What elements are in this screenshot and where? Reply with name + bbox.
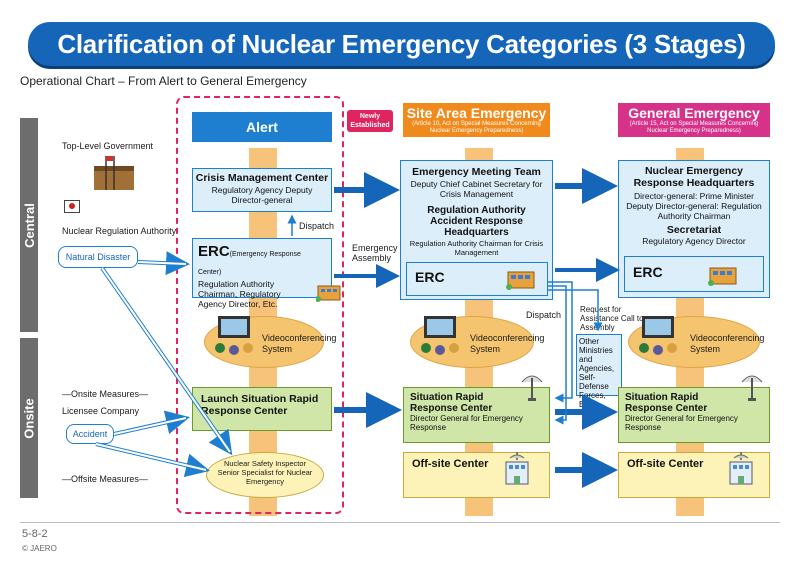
licensee-label: Licensee Company <box>62 406 140 416</box>
page-title: Clarification of Nuclear Emergency Categ… <box>28 22 775 66</box>
crisis-management-center: Crisis Management Center Regulatory Agen… <box>192 168 332 212</box>
videoconference-icon <box>418 314 462 358</box>
footer-divider <box>20 522 780 523</box>
site-area-header: Site Area Emergency(Article 10, Act on S… <box>403 103 550 137</box>
general-emergency-header: General Emergency(Article 15, Act on Spe… <box>618 103 770 137</box>
dispatch-label: Dispatch <box>299 221 335 231</box>
videoconference-icon <box>636 314 680 358</box>
government-building-icon <box>92 156 136 192</box>
subtitle: Operational Chart – From Alert to Genera… <box>20 74 307 88</box>
alert-header: Alert <box>192 112 332 142</box>
accident-badge: Accident <box>66 424 114 444</box>
hospital-icon <box>724 452 758 486</box>
building-icon <box>506 268 536 290</box>
row-label-central: Central <box>20 118 38 332</box>
page-code: 5-8-2 <box>22 528 48 540</box>
building-icon <box>315 282 342 302</box>
video-label-site: Videoconferencing System <box>470 333 545 354</box>
alert-dashed-frame <box>176 96 344 514</box>
building-icon <box>708 264 738 286</box>
emergency-assembly-label: Emergency Assembly <box>352 243 398 263</box>
nra-label: Nuclear Regulation Authority <box>62 226 177 236</box>
video-label-alert: Videoconferencing System <box>262 333 337 354</box>
newly-established-badge: Newly Established <box>347 110 393 132</box>
flag-icon <box>64 200 80 213</box>
video-label-general: Videoconferencing System <box>690 333 765 354</box>
hospital-icon <box>500 452 534 486</box>
videoconference-icon <box>212 314 256 358</box>
copyright: © JAERO <box>22 544 57 553</box>
inspector-ellipse: Nuclear Safety Inspector Senior Speciali… <box>206 452 324 498</box>
situation-center-site: Situation Rapid Response Center Director… <box>403 387 550 443</box>
top-gov-label: Top-Level Government <box>62 141 154 151</box>
situation-center-general: Situation Rapid Response Center Director… <box>618 387 770 443</box>
launch-situation-center: Launch Situation Rapid Response Center <box>192 387 332 431</box>
row-label-onsite: Onsite <box>20 338 38 498</box>
erc-general: ERC <box>624 256 764 292</box>
onsite-measures-label: —Onsite Measures— <box>62 389 149 399</box>
satellite-dish-icon <box>518 372 546 402</box>
natural-disaster-badge: Natural Disaster <box>58 246 138 268</box>
satellite-dish-icon <box>738 372 766 402</box>
erc-alert: ERC(Emergency Response Center) Regulatio… <box>192 238 332 309</box>
offsite-measures-label: —Offsite Measures— <box>62 474 148 484</box>
dispatch-label-site: Dispatch <box>526 310 562 320</box>
